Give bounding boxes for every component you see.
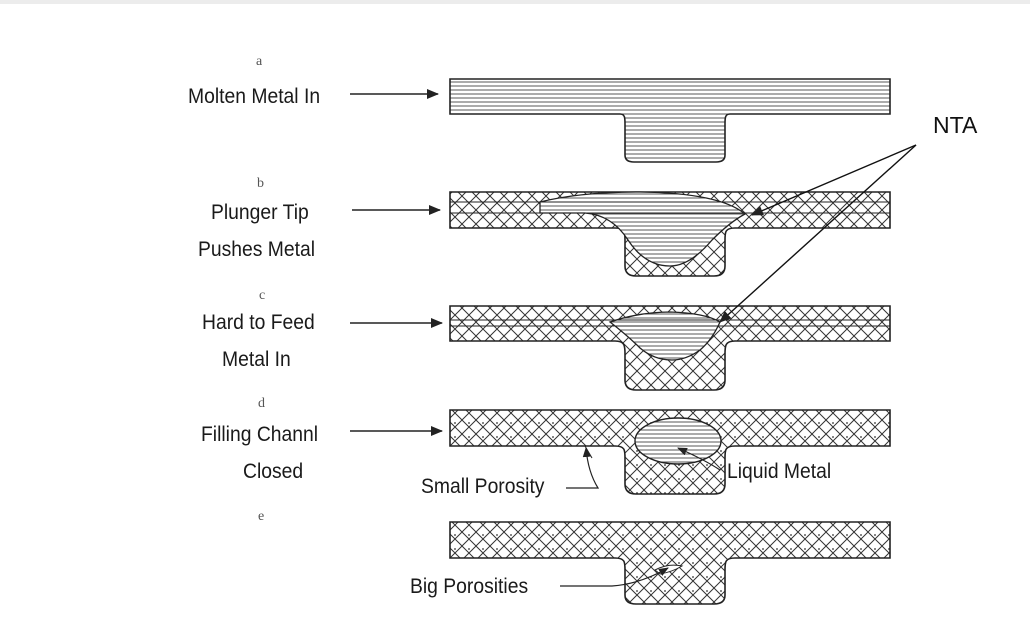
- step-label-b: b: [257, 176, 264, 191]
- stage-b-shape: [449, 191, 891, 277]
- leader-liquid-metal: [677, 447, 721, 471]
- step-label-c: c: [259, 288, 266, 303]
- stage-a-shape: [449, 78, 891, 163]
- label-filling-line1: Filling Channl: [201, 423, 319, 446]
- label-molten-metal-in: Molten Metal In: [188, 85, 321, 108]
- label-hard-feed-line2: Metal In: [222, 348, 291, 371]
- step-label-e: e: [258, 509, 265, 524]
- nta-arrow-c: [719, 144, 917, 323]
- label-plunger-line1: Plunger Tip: [211, 201, 309, 224]
- leader-big-porosities: [560, 567, 669, 587]
- label-liquid-metal: Liquid Metal: [727, 460, 832, 483]
- nta-arrow-b: [751, 144, 917, 216]
- step-label-a: a: [256, 54, 263, 69]
- label-plunger-line2: Pushes Metal: [198, 238, 316, 261]
- leader-small-porosity: [566, 447, 600, 489]
- stage-d-shape: [449, 409, 891, 495]
- label-hard-feed-line1: Hard to Feed: [202, 311, 315, 334]
- label-small-porosity: Small Porosity: [421, 475, 545, 498]
- label-big-porosities: Big Porosities: [410, 575, 529, 598]
- step-label-d: d: [258, 396, 265, 411]
- label-nta: NTA: [933, 112, 978, 138]
- top-border: [0, 0, 1030, 4]
- label-filling-line2: Closed: [243, 460, 304, 483]
- stage-c-shape: [449, 305, 891, 391]
